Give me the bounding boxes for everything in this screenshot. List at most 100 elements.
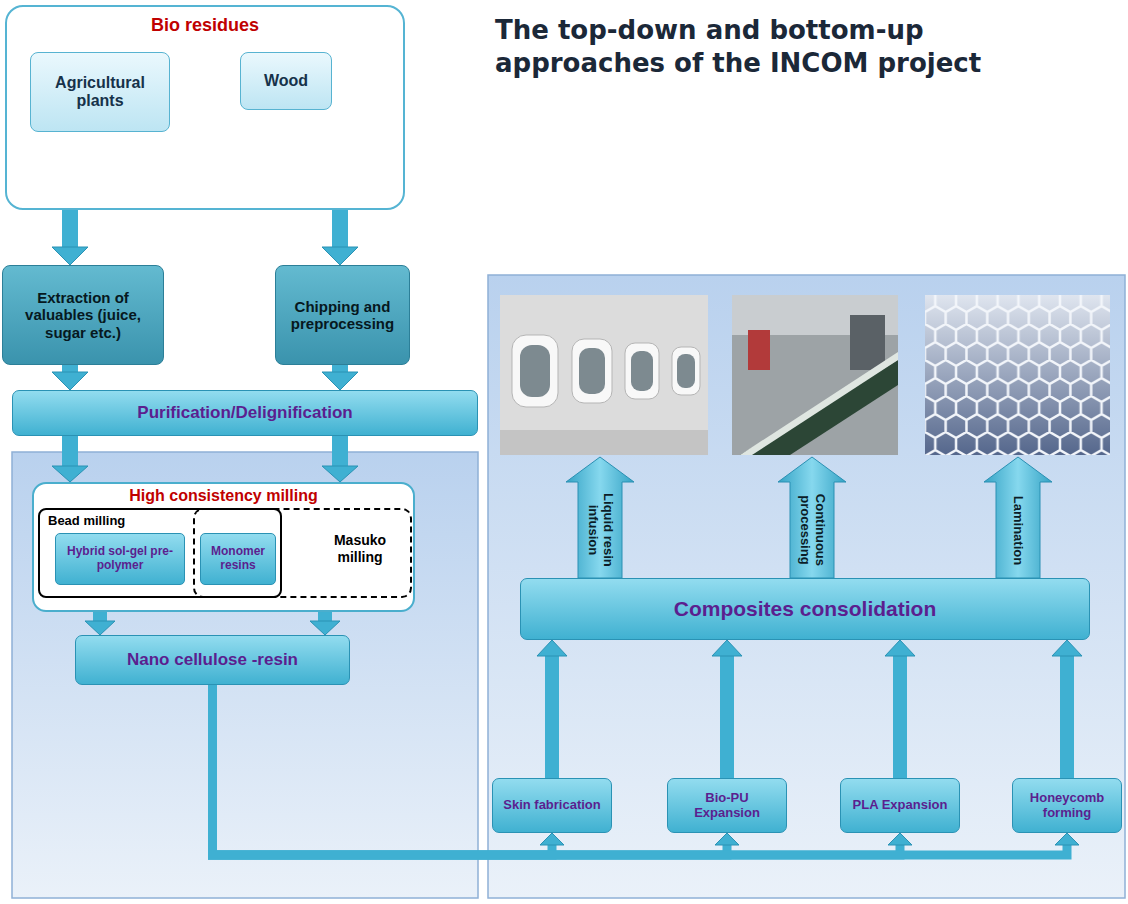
arrow-head [537, 640, 567, 656]
connector-line [62, 436, 78, 466]
left-panel [12, 452, 478, 898]
honeycomb-ground [925, 295, 1110, 455]
group-heading: Masuko milling [320, 532, 400, 566]
connector-line [893, 656, 907, 778]
connector-arrow [213, 685, 740, 855]
arrow-head [322, 466, 358, 482]
arrow-label: Continuous processing [797, 484, 827, 576]
connector-arrow [52, 210, 88, 265]
window-frame [512, 335, 558, 407]
box-label: Hybrid sol-gel pre-polymer [60, 545, 180, 573]
arrow-head [52, 247, 88, 265]
group-box: Bead millingHybrid sol-gel pre-polymer Mo… [38, 508, 282, 598]
connector-line [62, 365, 78, 372]
cabin-wall [500, 295, 708, 455]
hall-wall [732, 295, 898, 455]
dashed-group-box: Masuko milling [193, 508, 412, 598]
arrow-head [52, 372, 88, 390]
cabin-illustration [500, 295, 708, 455]
box-label: Wood [264, 72, 308, 90]
window-frame [672, 347, 700, 395]
process-arrow [778, 457, 846, 578]
arrow-label: Lamination [1011, 484, 1026, 576]
connector-line [545, 656, 559, 778]
box-label: Composites consolidation [674, 597, 937, 621]
connector-arrow [310, 612, 340, 635]
arrow-head [85, 621, 115, 635]
window-pane [520, 345, 550, 397]
box-label: Chipping and preprocessing [282, 298, 403, 333]
connector-line [332, 210, 348, 247]
window-frame [625, 343, 659, 399]
window-frame [572, 339, 612, 403]
box-label: Skin fabrication [503, 798, 601, 813]
process-box: PLA Expansion [840, 778, 960, 833]
machine-part [850, 315, 885, 370]
arrow-head [322, 372, 358, 390]
connector-line [93, 612, 107, 621]
connector-arrow [1052, 640, 1082, 778]
arrow-head [888, 833, 912, 845]
box-label: Honeycomb forming [1019, 791, 1115, 821]
connector-arrow [85, 612, 115, 635]
box-label: Extraction of valuables (juice, sugar et… [9, 289, 157, 341]
group-heading: Bio residues [7, 15, 403, 36]
connector-arrow [52, 436, 88, 482]
arrow-head [715, 833, 739, 845]
arrow-head [540, 833, 564, 845]
group-heading: High consistency milling [34, 487, 413, 505]
process-box: Extraction of valuables (juice, sugar et… [2, 265, 164, 365]
process-box: Hybrid sol-gel pre-polymer [55, 533, 185, 585]
arrow-label: Liquid resin infusion [585, 484, 615, 576]
group-heading: Bead milling [48, 513, 280, 528]
belt-edge [740, 352, 898, 455]
window-pane [631, 351, 653, 391]
box-label: Bio-PU Expansion [674, 791, 780, 821]
process-box: Nano cellulose -resin [75, 635, 350, 685]
honeycomb-illustration [925, 295, 1110, 455]
connector-line [332, 365, 348, 372]
window-pane [579, 348, 605, 394]
honeycomb-cells [925, 295, 1110, 455]
arrow-head [712, 640, 742, 656]
diagram-title: The top-down and bottom-up approaches of… [495, 14, 1060, 79]
connector-arrow [712, 640, 742, 778]
arrow-head [885, 640, 915, 656]
connector-arrow [322, 210, 358, 265]
cabin-floor [500, 430, 708, 455]
process-box: Honeycomb forming [1012, 778, 1122, 833]
arrow-head [310, 621, 340, 635]
group-box: Bio residuesAgricultural plants Wood [5, 5, 405, 210]
source-box: Agricultural plants [30, 52, 170, 132]
connector-arrow [213, 685, 1080, 855]
box-label: Agricultural plants [37, 74, 163, 111]
connector-line [1060, 656, 1074, 778]
box-label: Purification/Delignification [137, 403, 352, 423]
connector-arrow [537, 640, 567, 778]
window-pane [677, 354, 695, 388]
connector-line [720, 656, 734, 778]
box-label: Monomer resins [205, 545, 271, 573]
process-arrow [566, 457, 634, 578]
arrow-head [1055, 833, 1079, 845]
connector-line [318, 612, 332, 621]
connector-arrow [322, 436, 358, 482]
box-label: PLA Expansion [853, 798, 948, 813]
process-band: Composites consolidation [520, 578, 1090, 640]
arrow-head [1052, 640, 1082, 656]
connector-line [62, 210, 78, 247]
connector-line [213, 685, 1068, 855]
process-band: Purification/Delignification [12, 390, 478, 436]
right-panel [488, 275, 1125, 898]
connector-arrow [885, 640, 915, 778]
process-box: Skin fabrication [492, 778, 612, 833]
production-line-illustration [732, 295, 898, 455]
process-box: Monomer resins [200, 533, 276, 585]
connector-line [332, 436, 348, 466]
machine-part [748, 330, 770, 370]
connector-arrow [52, 365, 88, 390]
process-box: Chipping and preprocessing [275, 265, 410, 365]
process-arrow [984, 457, 1052, 578]
connector-arrow [213, 685, 913, 855]
